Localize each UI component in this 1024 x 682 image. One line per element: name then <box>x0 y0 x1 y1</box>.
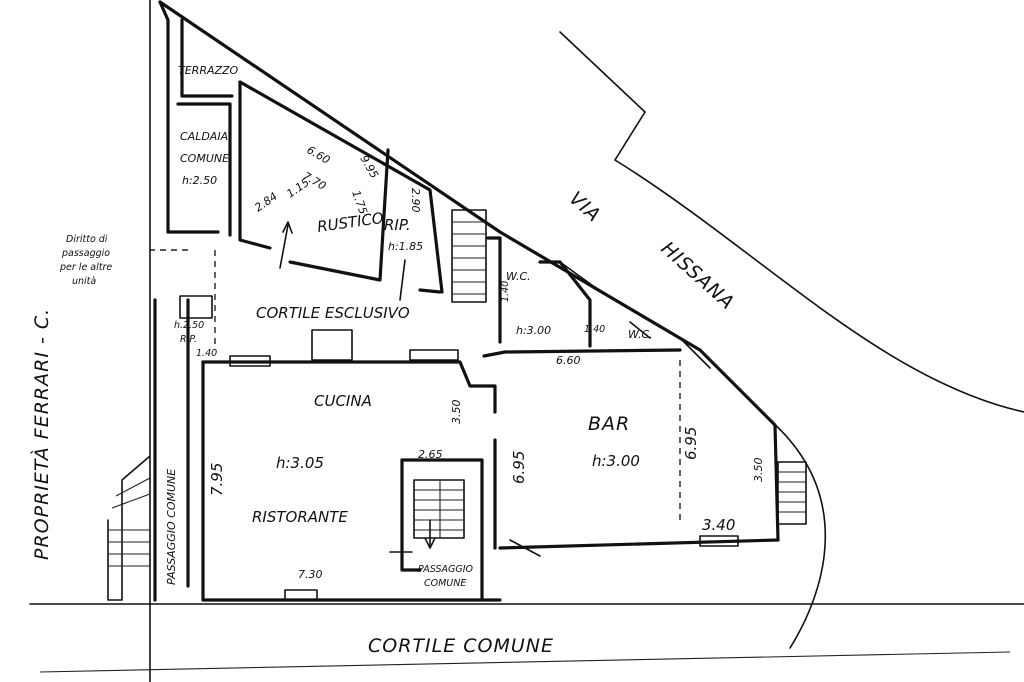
label-bar-height: h:3.00 <box>592 452 640 470</box>
dim-6-60-top: 6.60 <box>305 143 333 167</box>
dim-9-95: 9.95 <box>357 153 381 181</box>
label-small-rip: RIP. <box>180 334 197 345</box>
label-hissana: HISSANA <box>657 237 739 314</box>
ristorante-door <box>284 589 318 601</box>
label-cortile-esclusivo: CORTILE ESCLUSIVO <box>256 304 410 322</box>
label-bar: BAR <box>588 413 630 435</box>
bar-link-wall <box>482 350 507 358</box>
dim-2-84: 2.84 <box>252 190 280 215</box>
label-via: VIA <box>565 187 605 227</box>
label-rip-height: h:1.85 <box>388 240 423 253</box>
label-proprieta-ferrari: PROPRIETÀ FERRARI - C. <box>30 308 53 560</box>
street-edge-line <box>39 651 1011 673</box>
dim-3-50-b: 3.50 <box>752 458 765 483</box>
stair-east <box>777 461 807 525</box>
dashed-lines <box>150 249 681 520</box>
label-ristorante-height: h:3.05 <box>276 454 324 472</box>
label-diritto-3: per le altre <box>59 262 112 273</box>
label-passaggio-comune-1: PASSAGGIO <box>418 564 474 575</box>
label-terrazzo: TERRAZZO <box>178 64 239 77</box>
wc-partition-wall <box>538 260 592 348</box>
west-upper-wall <box>158 0 170 234</box>
stair-west-wall <box>400 458 422 572</box>
rip-bottom-wall <box>418 288 442 294</box>
dim-1-75: 1.75 <box>349 189 370 216</box>
rustico-outer-wall <box>238 80 444 294</box>
dim-2-65: 2.65 <box>418 448 443 461</box>
building-walls <box>153 0 780 602</box>
cucina-door <box>311 329 353 361</box>
label-rip: RIP. <box>384 216 411 234</box>
label-diritto-1: Diritto di <box>66 234 108 245</box>
dim-7-30: 7.30 <box>298 568 323 581</box>
label-caldaia: CALDAIA <box>180 130 228 143</box>
label-wc-height: h:3.00 <box>516 324 551 337</box>
caldaia-east-wall <box>176 102 232 237</box>
bar-north-wall <box>503 348 682 354</box>
dim-7-95: 7.95 <box>208 463 226 496</box>
wc-west-wall <box>486 236 502 344</box>
label-wc-2: W.C. <box>628 328 653 341</box>
label-passaggio-comune-2: COMUNE <box>424 578 466 589</box>
cucina-window <box>409 349 459 361</box>
dim-1-40-c: 1.40 <box>584 324 605 335</box>
stairs <box>107 209 807 601</box>
bar-window-corner <box>681 339 711 369</box>
label-ristorante: RISTORANTE <box>252 508 348 526</box>
label-cortile-comune: CORTILE COMUNE <box>368 635 554 657</box>
rustico-west-wall <box>238 80 272 250</box>
ristorante-outer-wall <box>201 360 502 602</box>
rustico-arrow <box>279 224 289 269</box>
dim-1-40-b: 1.40 <box>500 281 511 302</box>
cucina-top-wall <box>201 360 497 414</box>
dimension-labels: 6.60 9.95 7.70 2.84 1.15 1.75 2.90 1.40 … <box>196 143 765 581</box>
bar-south-wall <box>498 538 780 550</box>
label-diritto-2: passaggio <box>61 248 110 259</box>
dim-3-50: 3.50 <box>450 400 463 425</box>
label-small-rip-height: h.2.50 <box>174 320 204 331</box>
via-hissana-curve <box>614 159 1024 413</box>
arrows <box>279 221 436 553</box>
stair-inner <box>413 479 465 539</box>
label-caldaia-height: h:2.50 <box>182 174 217 187</box>
rip-arrow <box>399 259 406 301</box>
label-cucina: CUCINA <box>314 392 372 410</box>
label-diritto-4: unità <box>72 276 96 287</box>
bar-side-curve <box>769 419 827 649</box>
label-wc-1: W.C. <box>506 270 531 283</box>
bar-door <box>699 535 739 547</box>
small-rip-room <box>179 295 213 319</box>
wc2-partition <box>629 321 651 339</box>
label-passaggio-comune-vertical: PASSAGGIO COMUNE <box>165 469 178 585</box>
stair-block-wall <box>400 458 484 602</box>
rustico-bottom-wall <box>288 148 390 282</box>
dim-1-40-a: 1.40 <box>196 348 217 359</box>
label-caldaia-comune: COMUNE <box>180 152 229 165</box>
site-lines <box>29 0 1024 682</box>
stair-via <box>451 209 487 303</box>
openings <box>179 261 739 601</box>
dim-6-60-bar: 6.60 <box>556 354 581 367</box>
dim-6-95-b: 6.95 <box>682 427 700 460</box>
dim-3-40: 3.40 <box>702 516 735 534</box>
stair-west <box>107 455 151 601</box>
dim-6-95-a: 6.95 <box>510 451 528 484</box>
street-corner-line <box>559 31 646 161</box>
terrazzo-inner-wall <box>180 18 234 98</box>
wc-window <box>559 261 597 289</box>
dim-2-90: 2.90 <box>409 188 422 213</box>
cucina-window-west <box>229 355 271 367</box>
bar-door-swing <box>509 539 541 557</box>
label-rustico: RUSTICO <box>316 209 385 236</box>
